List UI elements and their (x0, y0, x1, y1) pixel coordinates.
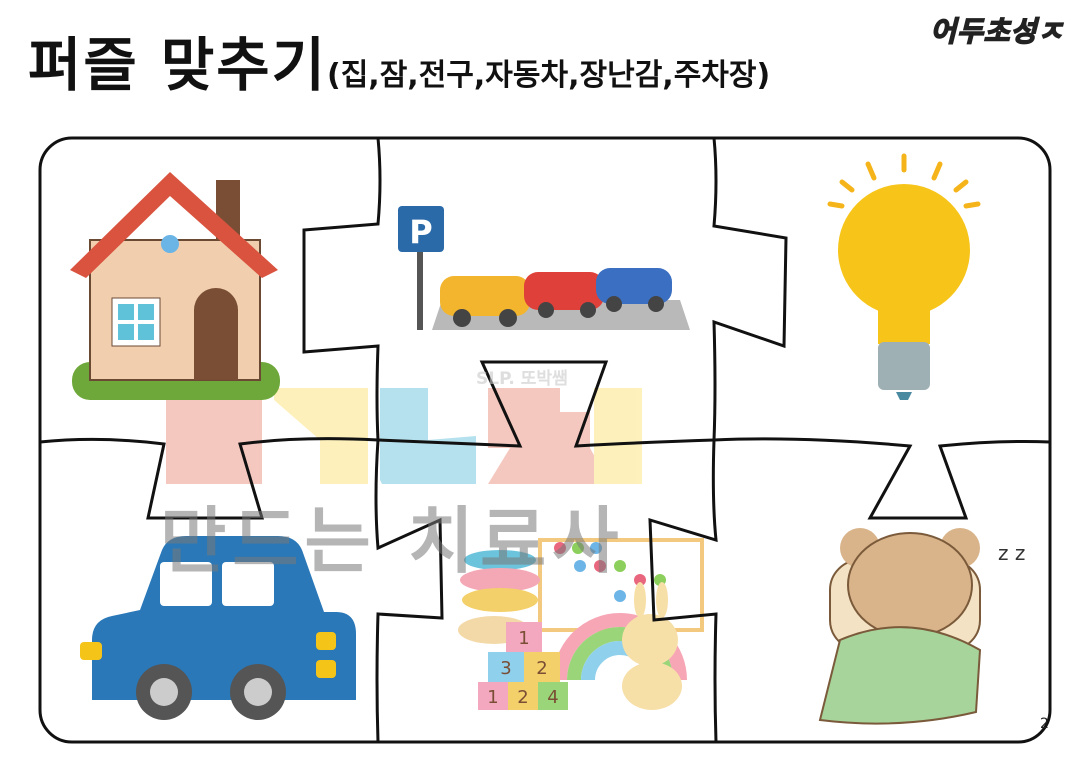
page-title: 퍼즐 맞추기(집,잠,전구,자동차,장난감,주차장) (28, 18, 770, 102)
parking-sign-letter: P (409, 213, 432, 251)
block-label: 2 (517, 687, 528, 708)
number-blocks: 1 3 2 1 2 4 (478, 622, 568, 710)
watermark-logo (166, 388, 642, 484)
toys-illustration (458, 538, 704, 710)
parking-illustration: P (398, 206, 690, 330)
page-number: 2 (1040, 716, 1049, 732)
title-sub: (집,잠,전구,자동차,장난감,주차장) (327, 58, 771, 93)
block-label: 1 (487, 687, 498, 708)
watermark-slp: SLP. 또박쌤 (476, 369, 568, 389)
block-label: 1 (518, 628, 529, 649)
brand-logo: 어두초성ㅈ (929, 14, 1064, 49)
block-label: 4 (547, 687, 558, 708)
lightbulb-illustration (827, 153, 981, 400)
car-illustration (80, 536, 356, 720)
block-label: 2 (536, 658, 547, 679)
sleeping-bear-illustration: z z (818, 528, 1025, 725)
watermark-text: 만드는 치료사 (160, 499, 625, 583)
puzzle-cut-lines (38, 136, 1052, 744)
title-main: 퍼즐 맞추기 (28, 31, 327, 99)
block-label: 3 (500, 658, 511, 679)
zzz-text: z z (998, 541, 1025, 565)
house-illustration (70, 172, 280, 400)
